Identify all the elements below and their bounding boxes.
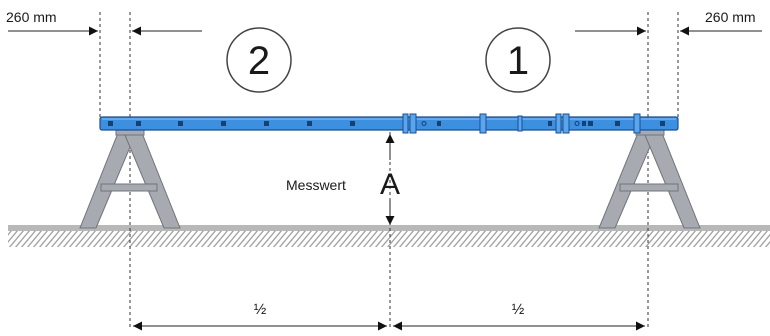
section-right-label: 1	[507, 39, 529, 83]
pipe-beam	[99, 113, 679, 134]
right-offset-label: 260 mm	[705, 9, 756, 25]
measurement-a: Messwert A	[286, 134, 400, 225]
half-span-dimension: ½ ½	[133, 301, 645, 331]
section-left-label: 2	[248, 39, 270, 83]
measurement-symbol: A	[380, 168, 400, 201]
half-left-label: ½	[254, 301, 267, 318]
left-offset-label: 260 mm	[6, 9, 57, 25]
section-marker-1: 1	[485, 27, 551, 93]
measurement-word: Messwert	[286, 177, 346, 193]
half-right-label: ½	[512, 301, 525, 318]
right-trestle	[598, 126, 701, 229]
ground	[8, 225, 770, 247]
section-marker-2: 2	[226, 27, 292, 93]
